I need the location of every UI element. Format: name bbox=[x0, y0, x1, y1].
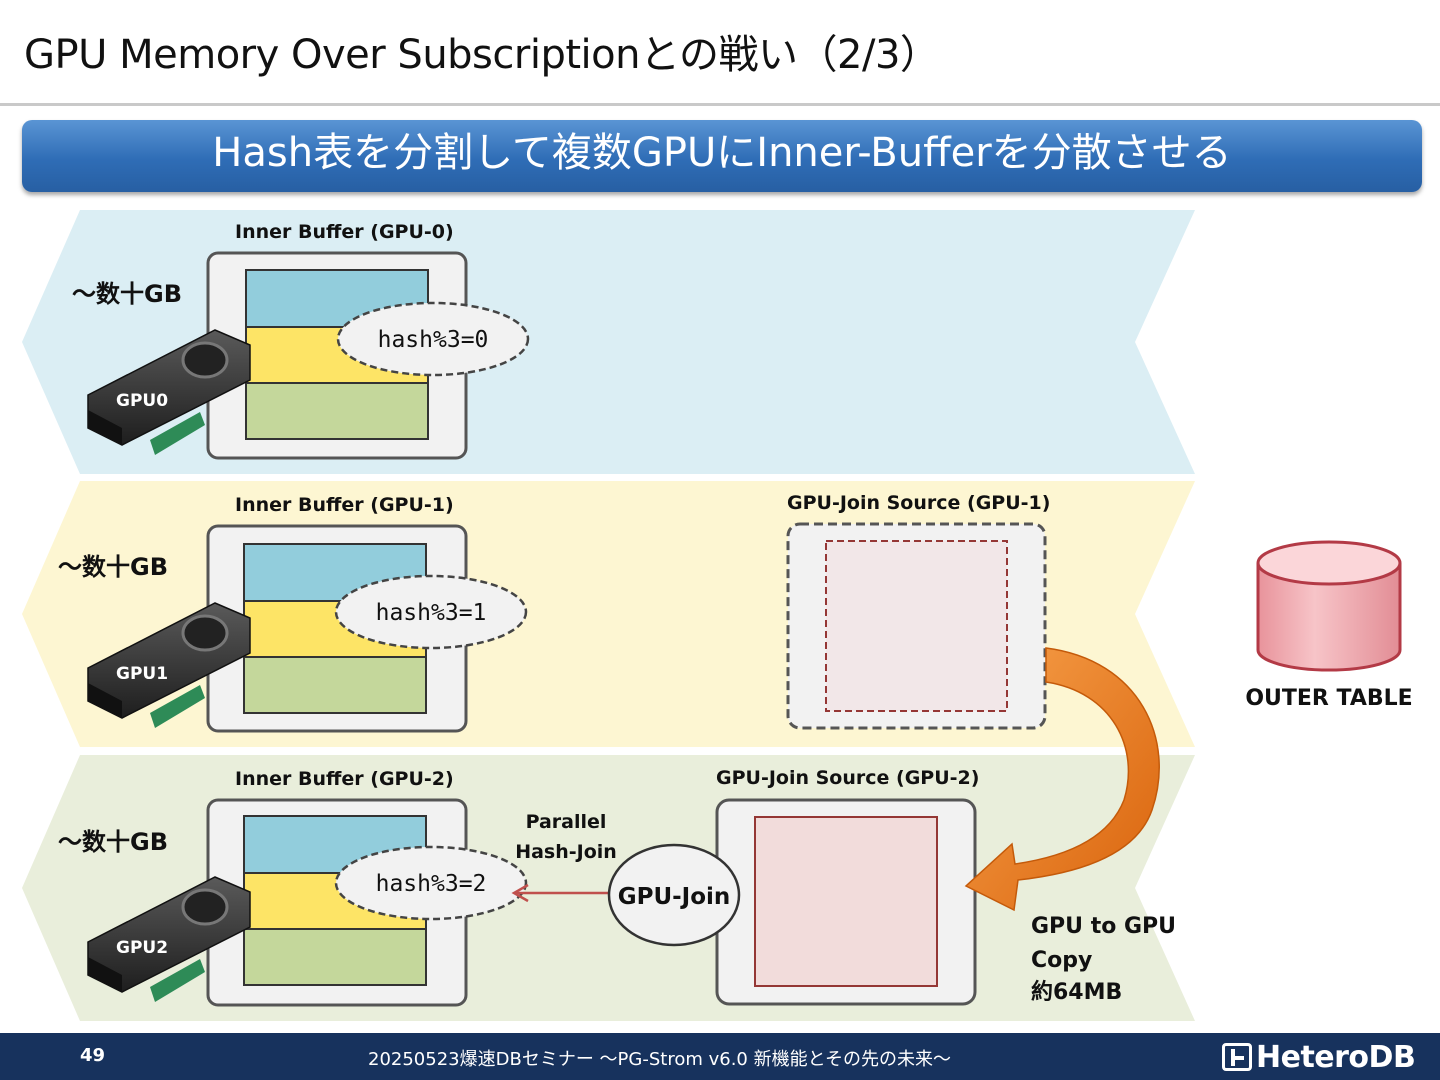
lane-0-hash-label: hash%3=0 bbox=[378, 327, 489, 353]
lane-2-seg-green bbox=[243, 928, 427, 986]
copy-label-1: GPU to GPU bbox=[1031, 914, 1176, 939]
lane-1-size-label: ～数十GB bbox=[58, 553, 168, 581]
outer-table-label: OUTER TABLE bbox=[1245, 686, 1412, 711]
lane-2-size-label: ～数十GB bbox=[58, 828, 168, 856]
lane-1-gpu-label: GPU1 bbox=[116, 664, 168, 684]
slide-title: GPU Memory Over Subscriptionとの戦い（2/3） bbox=[24, 32, 940, 78]
lane-1-seg-green bbox=[243, 656, 427, 714]
gpu-card-1-icon bbox=[87, 602, 251, 728]
lane-0-buffer-title: Inner Buffer (GPU-0) bbox=[235, 221, 454, 243]
copy-label-3: 約64MB bbox=[1031, 979, 1122, 1005]
gpu-join-ellipse bbox=[607, 843, 741, 947]
lane-0-hash-ellipse bbox=[336, 301, 530, 377]
footer-text: 20250523爆速DBセミナー ～PG-Strom v6.0 新機能とその先の… bbox=[368, 1049, 952, 1070]
gpu-copy-arrow bbox=[964, 647, 1160, 912]
banner: Hash表を分割して複数GPUにInner-Bufferを分散させる bbox=[22, 120, 1422, 192]
gpu-card-0-icon bbox=[87, 329, 251, 455]
lane-1-hash-label: hash%3=1 bbox=[376, 600, 487, 626]
lane-1-source-area bbox=[825, 540, 1008, 712]
copy-label-2: Copy bbox=[1031, 948, 1092, 973]
lane-1-source-title: GPU-Join Source (GPU-1) bbox=[787, 492, 1050, 514]
lane-2-source-title: GPU-Join Source (GPU-2) bbox=[716, 767, 979, 789]
title-divider bbox=[0, 103, 1440, 106]
parallel-label-2: Hash-Join bbox=[515, 841, 617, 863]
page-number: 49 bbox=[80, 1045, 106, 1066]
lane-2-gpu-label: GPU2 bbox=[116, 938, 168, 958]
parallel-label-1: Parallel bbox=[526, 811, 607, 833]
lane-2-source-area bbox=[754, 816, 938, 987]
outer-table-cylinder-icon bbox=[1256, 540, 1402, 672]
lane-0-size-label: ～数十GB bbox=[72, 280, 182, 308]
gpu-card-2-icon bbox=[87, 876, 251, 1002]
lane-0-gpu-label: GPU0 bbox=[116, 391, 168, 411]
lane-0-seg-green bbox=[245, 382, 429, 440]
logo-text: HeteroDB bbox=[1256, 1040, 1416, 1075]
footer-bar bbox=[0, 1033, 1440, 1080]
lane-1-hash-ellipse bbox=[334, 574, 528, 650]
lane-2-buffer-title: Inner Buffer (GPU-2) bbox=[235, 768, 454, 790]
lane-1-buffer-title: Inner Buffer (GPU-1) bbox=[235, 494, 454, 516]
lane-2-hash-label: hash%3=2 bbox=[376, 871, 487, 897]
heterodb-logo: HeteroDB bbox=[1222, 1040, 1416, 1075]
join-arrow-head bbox=[511, 883, 529, 903]
lane-2-hash-ellipse bbox=[334, 845, 528, 921]
gpu-join-label: GPU-Join bbox=[618, 884, 731, 910]
heterodb-logo-icon bbox=[1222, 1043, 1252, 1071]
